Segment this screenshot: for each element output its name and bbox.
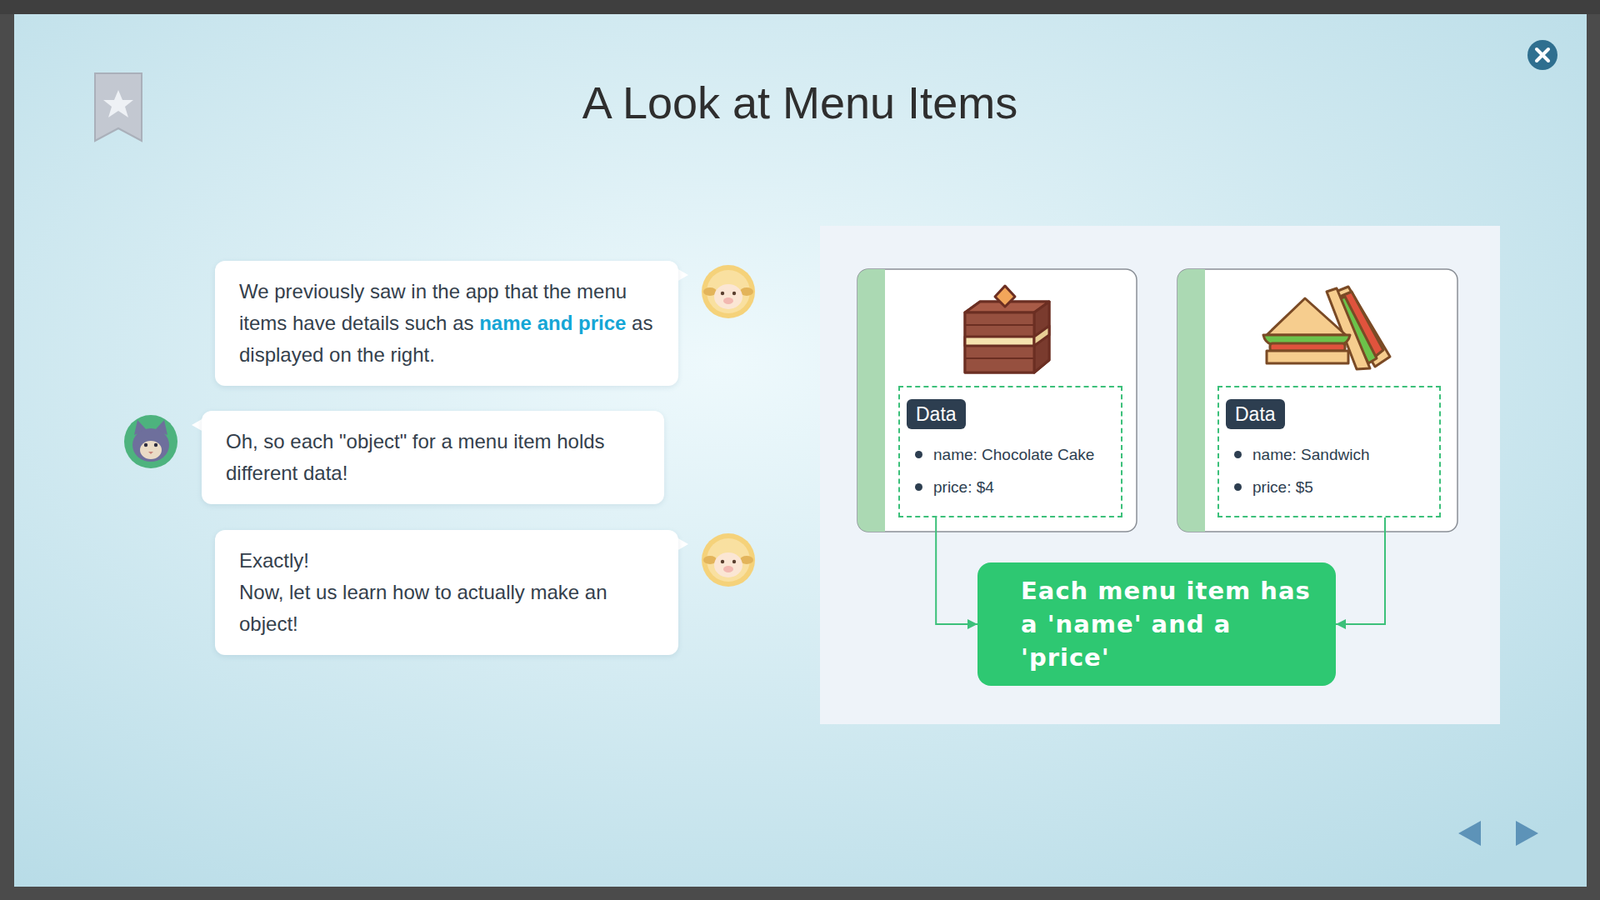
sandwich-illustration <box>1263 286 1390 370</box>
diagram-panel <box>820 225 1500 725</box>
bubble-text: Oh, so each "object" for a menu item hol… <box>225 425 641 490</box>
bubble-tail <box>676 268 689 282</box>
bubble-tail <box>676 537 689 551</box>
data-box: Data name: Chocolate Cakeprice: $4 <box>898 385 1123 518</box>
speech-bubble: Exactly!Now, let us learn how to actuall… <box>215 530 679 655</box>
bubble-text: Now, let us learn how to actually make a… <box>239 576 655 640</box>
bookmark-icon <box>95 73 142 141</box>
data-badge: Data <box>906 399 966 430</box>
prev-arrow <box>1458 820 1481 846</box>
bubble-text: Exactly! <box>239 545 655 577</box>
slide-title: A Look at Menu Items <box>333 76 1267 129</box>
badge-label: Data <box>1235 402 1276 426</box>
badge-label: Data <box>915 402 957 426</box>
highlight-word: price <box>578 307 626 340</box>
data-field: price: $5 <box>1234 470 1431 504</box>
close-button <box>1527 40 1558 70</box>
summary-box: Each menu item has a 'name' and a 'price… <box>977 562 1336 686</box>
summary-text: Each menu item has a 'name' and a 'price… <box>1020 574 1311 675</box>
sheep-avatar <box>701 265 755 319</box>
data-field: name: Sandwich <box>1234 438 1431 471</box>
cat-avatar <box>124 415 178 469</box>
data-field: name: Chocolate Cake <box>915 438 1113 471</box>
bubble-text: and <box>537 307 574 340</box>
cake-illustration <box>965 285 1050 373</box>
data-field: price: $4 <box>915 470 1113 504</box>
next-arrow <box>1515 820 1539 846</box>
highlight-word: name <box>479 307 532 340</box>
speech-bubble: Oh, so each "object" for a menu item hol… <box>201 410 665 505</box>
connector-arrow <box>935 517 978 625</box>
data-badge: Data <box>1225 399 1285 430</box>
data-box: Data name: Sandwichprice: $5 <box>1217 385 1441 518</box>
top-bar <box>0 0 1600 15</box>
speech-bubble: We previously saw in the app that the me… <box>215 260 679 386</box>
sheep-avatar <box>701 533 755 587</box>
menu-card <box>1177 269 1458 532</box>
menu-card <box>857 269 1137 532</box>
connector-arrow <box>1335 517 1385 625</box>
modal-ground <box>14 14 1587 887</box>
